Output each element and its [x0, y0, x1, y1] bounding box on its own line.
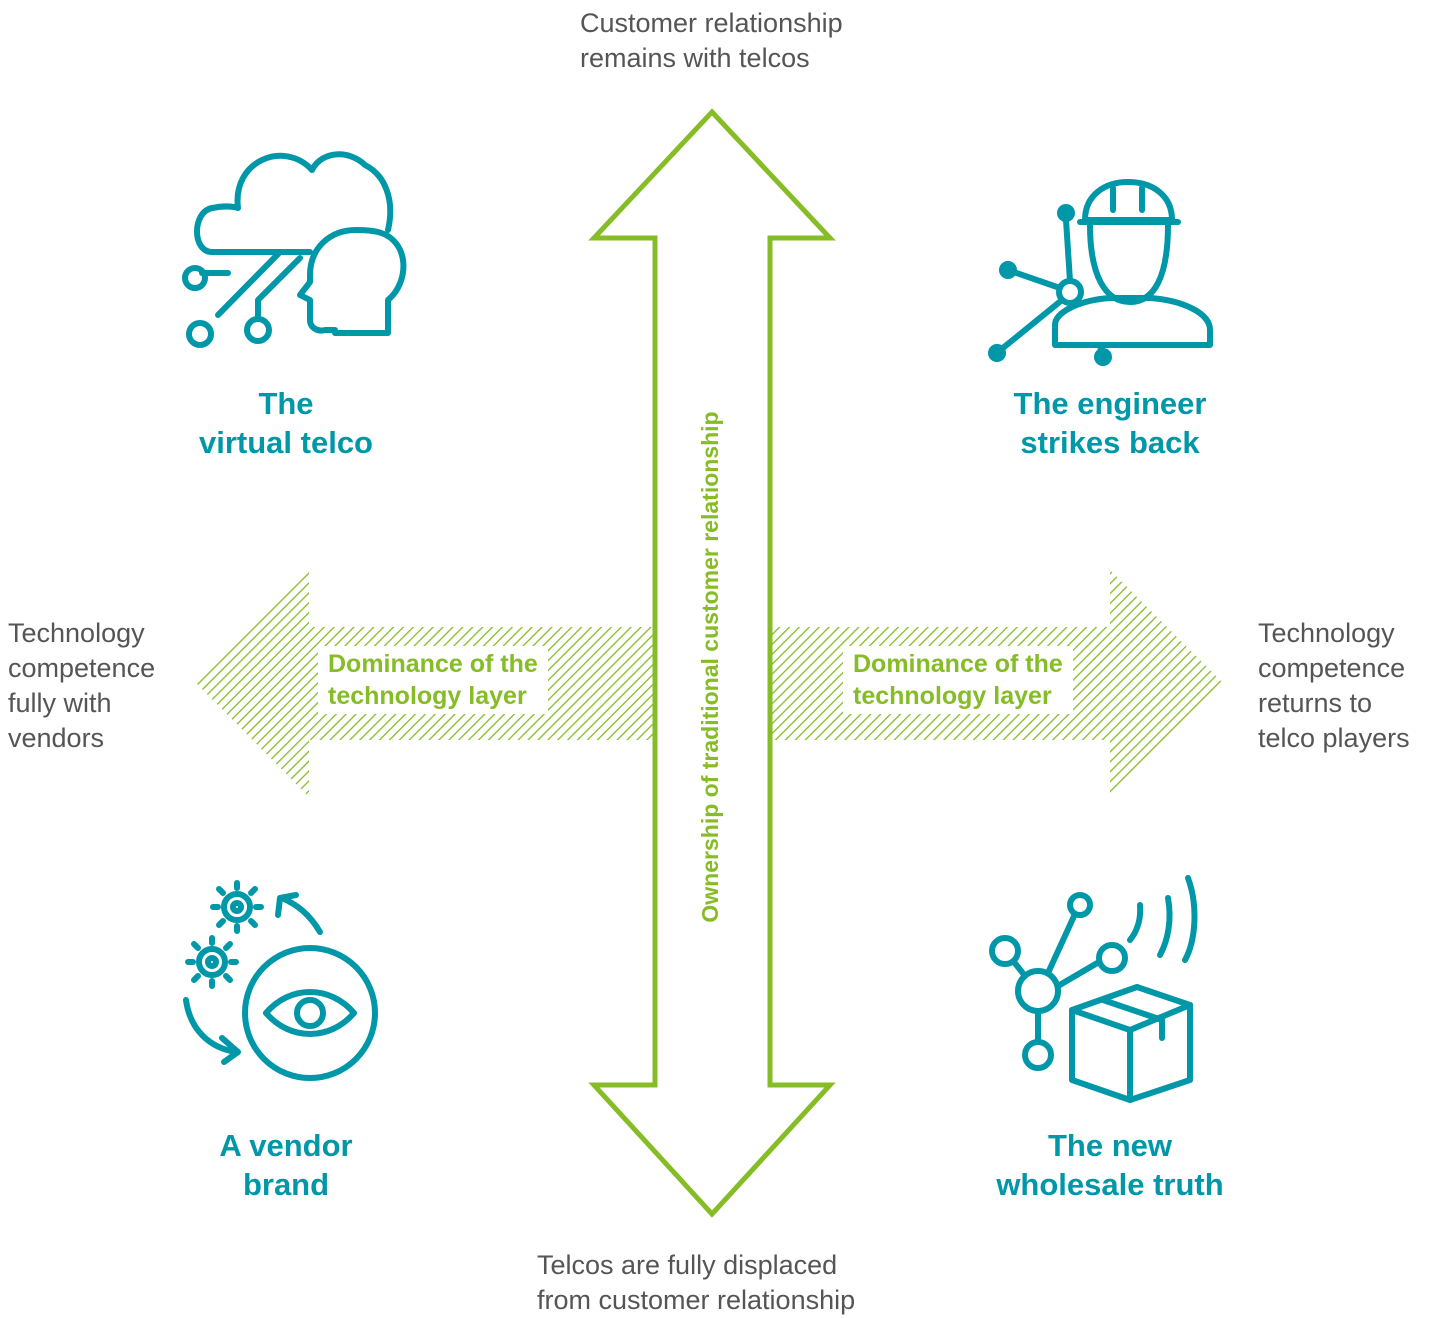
vertical-axis-label: Ownership of traditional customer relati… — [697, 411, 723, 923]
title-engineer-strikes-back: The engineer strikes back — [1013, 386, 1207, 460]
engineer-hardhat-network-icon — [988, 179, 1213, 366]
right-axis-label: Technology competence returns to telco p… — [1258, 618, 1410, 753]
cloud-head-circuit-icon — [182, 151, 407, 348]
left-band-label: Dominance of the technology layer — [318, 646, 548, 714]
left-axis-label: Technology competence fully with vendors — [8, 618, 156, 753]
title-vendor-brand: A vendor brand — [219, 1128, 353, 1202]
bottom-axis-label: Telcos are fully displaced from customer… — [537, 1250, 856, 1315]
package-network-signal-icon — [989, 875, 1198, 1103]
right-band-label: Dominance of the technology layer — [843, 646, 1073, 714]
eye-gears-cycle-icon — [183, 880, 378, 1081]
title-virtual-telco: The virtual telco — [199, 386, 373, 460]
top-axis-label: Customer relationship remains with telco… — [580, 8, 843, 73]
vertical-double-arrow — [588, 108, 836, 1218]
title-wholesale-truth: The new wholesale truth — [996, 1128, 1224, 1202]
